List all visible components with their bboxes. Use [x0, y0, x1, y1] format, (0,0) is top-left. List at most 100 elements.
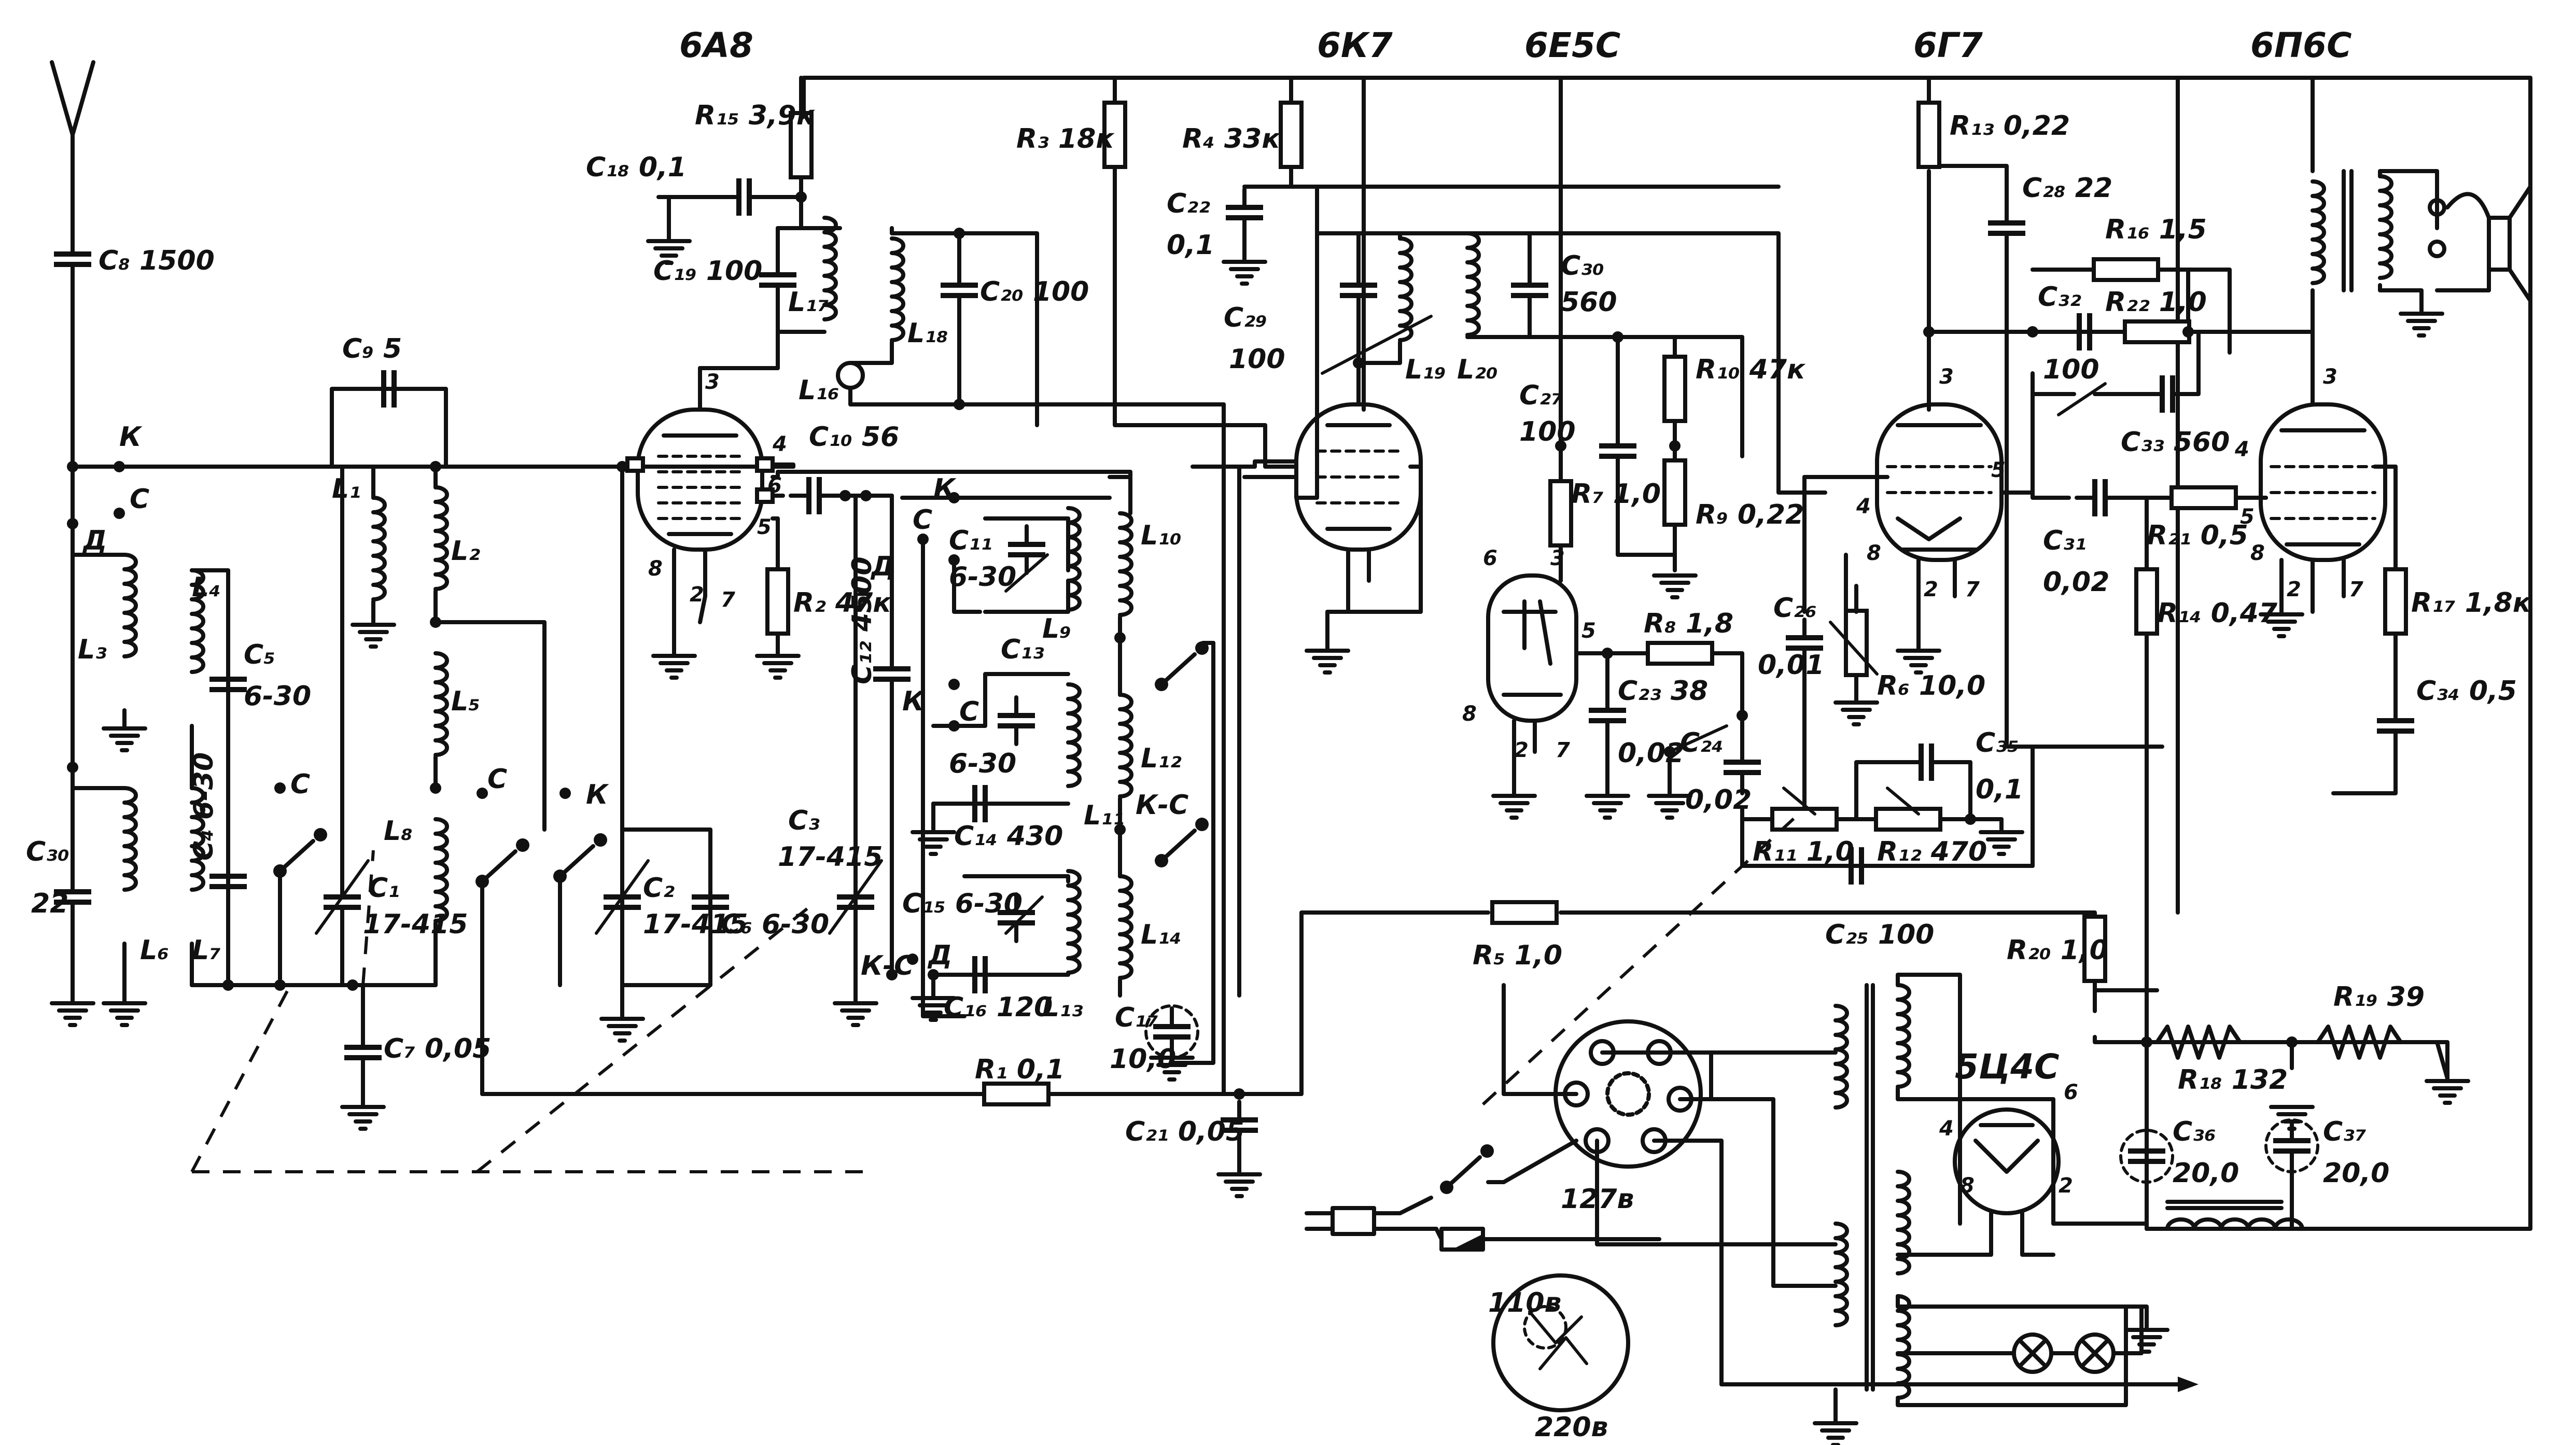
mixer-plate-circuit [648, 113, 1226, 469]
pin-6p6c-8: 8 [2250, 541, 2265, 565]
label-c37-value: 20,0 [2323, 1158, 2389, 1189]
r2-resistor [767, 569, 788, 634]
r10-resistor [1664, 357, 1685, 421]
label-c9: C₉ 5 [342, 333, 402, 364]
r22-resistor [2125, 321, 2189, 342]
label-c1: C₁ [368, 873, 400, 904]
tube-label-6p6c: 6П6С [2250, 25, 2352, 65]
label-c13-value: 6-30 [949, 748, 1016, 779]
label-r12: R₁₂ 470 [1877, 836, 1987, 867]
power-transformer-hv [1898, 985, 1909, 1087]
label-c5-value: 6-30 [244, 681, 311, 712]
c29-capacitor [1340, 267, 1377, 314]
label-c22-value: 0,1 [1167, 230, 1214, 261]
label-r9: R₉ 0,22 [1696, 499, 1804, 530]
c31-capacitor [2077, 479, 2123, 516]
filter-choke [2165, 1217, 2304, 1231]
label-c1-value: 17-415 [363, 909, 468, 940]
label-c31: C₃₁ [2043, 525, 2087, 556]
label-c30a-value: 22 [31, 888, 68, 919]
output-transformer-primary [2313, 181, 2324, 283]
tube-label-6e5c: 6Е5С [1524, 25, 1620, 65]
label-r22: R₂₂ 1,0 [2105, 287, 2207, 318]
pin-6a8-2: 2 [690, 583, 704, 607]
label-l4: L₄ [192, 572, 221, 603]
switch-label-ks1: К-С [1136, 790, 1188, 821]
label-c4: C₄ 6-30 [188, 752, 219, 861]
label-r8: R₈ 1,8 [1644, 608, 1733, 639]
power-transformer-primary-2 [1836, 1224, 1847, 1325]
mixer-tube-6a8 [625, 366, 775, 678]
l8-coil [436, 819, 447, 921]
rectifier-tube-5c4c [1953, 1107, 2061, 1215]
label-l18: L₁₈ [907, 318, 948, 349]
pin-6a8-3: 3 [705, 370, 720, 394]
l13-coil [1068, 871, 1080, 973]
if-tube-6k7 [1104, 103, 1548, 672]
label-c5: C₅ [244, 639, 275, 670]
label-r20: R₂₀ 1,0 [2007, 935, 2108, 966]
label-l9: L₉ [1042, 613, 1071, 644]
label-c35-value: 0,1 [1976, 774, 2023, 805]
switch-label-c4: С [913, 504, 932, 536]
switch-label-c2: С [290, 769, 310, 800]
label-c35: C₃₅ [1976, 727, 2019, 759]
switch-label-c5: С [959, 696, 979, 727]
label-c26: C₂₆ [1773, 593, 1817, 624]
label-c30b: C₃₀ [1561, 250, 1604, 282]
l14-coil [1120, 876, 1131, 978]
label-l1: L₁ [332, 473, 361, 504]
c18-capacitor [721, 178, 767, 216]
label-l10: L₁₀ [1141, 520, 1182, 551]
label-r1: R₁ 0,1 [975, 1054, 1065, 1085]
power-supply [1305, 902, 2468, 1445]
label-c17-value: 10,0 [1110, 1044, 1176, 1075]
l18-coil [892, 239, 903, 340]
label-l3: L₃ [78, 634, 107, 665]
label-c36: C₃₆ [2173, 1116, 2216, 1147]
label-c15: C₁₅ 6-30 [902, 888, 1023, 919]
pin-5c4c-2: 2 [2059, 1174, 2073, 1198]
pin-6a8-5: 5 [757, 515, 772, 539]
r5-resistor [1492, 902, 1557, 923]
r21-resistor [2172, 487, 2236, 508]
r17-resistor [2385, 569, 2406, 634]
label-r21: R₂₁ 0,5 [2147, 520, 2248, 551]
label-l12: L₁₂ [1141, 743, 1182, 774]
output-transformer-secondary [2380, 176, 2391, 278]
c30-if-capacitor [1511, 267, 1548, 314]
r18-resistor [2155, 1025, 2242, 1060]
power-transformer-filament [1898, 1172, 1909, 1273]
oscillator-stage [757, 470, 1215, 1079]
r4-resistor [1281, 103, 1301, 167]
label-c24: C₂₄ [1680, 727, 1724, 759]
switch-label-ks2: К-С [861, 950, 914, 981]
label-l6: L₆ [140, 935, 169, 966]
voltage-plug-insert [1491, 1273, 1630, 1412]
label-c11: C₁₁ [949, 525, 992, 556]
label-l14: L₁₄ [1141, 919, 1182, 950]
mains-label-127: 127в [1561, 1184, 1634, 1215]
r14-resistor [2136, 569, 2157, 634]
output-tube-6p6c [2027, 169, 2532, 749]
l1-coil [373, 498, 385, 599]
label-l2: L₂ [451, 536, 480, 567]
l2-coil [436, 487, 447, 589]
label-c19: C₁₉ 100 [653, 256, 762, 287]
c34-capacitor [2377, 703, 2414, 749]
pin-6e5c-5: 5 [1581, 619, 1596, 643]
pin-6g7-8: 8 [1867, 541, 1881, 565]
label-r5: R₅ 1,0 [1473, 940, 1562, 971]
tube-label-6a8: 6А8 [679, 25, 753, 65]
tube-label-6k7: 6К7 [1317, 25, 1393, 65]
label-c27-value: 100 [1519, 416, 1576, 447]
label-c30b-value: 560 [1561, 287, 1617, 318]
label-r2: R₂ 47к [793, 587, 892, 619]
label-r16: R₁₆ 1,5 [2105, 214, 2207, 245]
c1-capacitor [324, 879, 361, 925]
label-c20: C₂₀ 100 [980, 276, 1089, 307]
r12-potentiometer [1876, 809, 1940, 830]
label-c26-value: 0,01 [1758, 650, 1824, 681]
r19-resistor [2316, 1025, 2403, 1060]
label-c37: C₃₇ [2323, 1116, 2367, 1147]
